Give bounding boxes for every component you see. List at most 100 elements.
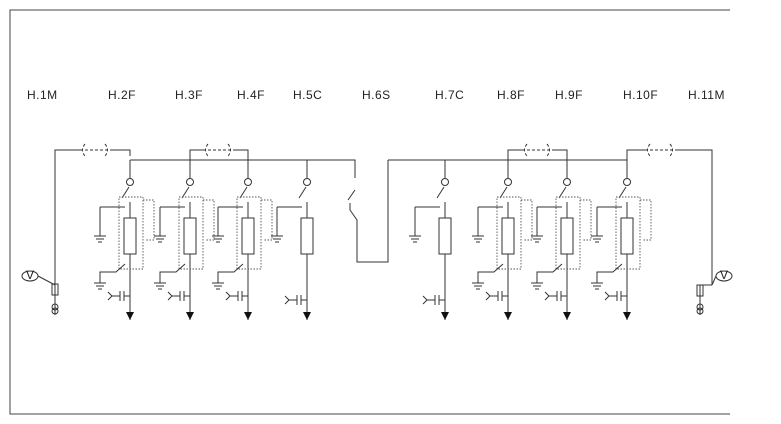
busbars — [54, 143, 713, 285]
disconnector-marker-h7 — [441, 178, 449, 186]
panel-labels: H.1M H.2F H.3F H.4F H.5C H.6S H.7C H.8F … — [27, 88, 725, 102]
interlock-link-h8 — [521, 199, 533, 241]
fuse-h8 — [501, 217, 515, 255]
capacitor-h10 — [609, 291, 627, 301]
lower-earth-icon-h4 — [212, 277, 224, 290]
outgoing-arrow-h5 — [303, 312, 311, 320]
panel-label-h6: H.6S — [362, 88, 391, 102]
outgoing-arrow-h10 — [623, 312, 631, 320]
switch-blade-h7 — [436, 186, 445, 199]
interlock-link-h9 — [580, 199, 592, 241]
lower-earth-lead-h4 — [217, 263, 244, 277]
disconnector-marker-h4 — [244, 178, 252, 186]
interlock-link-h4 — [261, 199, 273, 241]
fuse-h9 — [560, 217, 574, 255]
disconnector-marker-h3 — [186, 178, 194, 186]
earth-icon-h2 — [94, 230, 106, 243]
capacitor-lead-h8 — [485, 291, 491, 301]
panel-label-h11: H.11M — [688, 88, 725, 102]
interlock-enclosure-h4 — [236, 196, 262, 270]
section-switch-blade — [347, 189, 356, 201]
fuse-h4 — [241, 217, 255, 255]
fuse-h3 — [183, 217, 197, 255]
meter-panel-h11: V — [696, 268, 733, 315]
lower-earth-lead-h8 — [477, 263, 504, 277]
switch-blade-h4 — [239, 186, 248, 199]
capacitor-h7 — [427, 295, 445, 305]
cable-mark-h8-h9 — [522, 143, 552, 157]
panel-label-h9: H.9F — [555, 88, 583, 102]
earth-icon-h9 — [531, 230, 543, 243]
earth-icon-h5 — [271, 230, 283, 243]
cable-mark-left — [80, 143, 110, 157]
fuse-h7 — [438, 217, 452, 255]
panel-label-h7: H.7C — [435, 88, 464, 102]
cable-mark-right — [645, 143, 675, 157]
interlock-enclosure-h3 — [178, 196, 204, 270]
fuse-h2 — [123, 217, 137, 255]
capacitor-lead-h5 — [284, 295, 290, 305]
capacitor-h2 — [112, 291, 130, 301]
switch-blade-h3 — [181, 186, 190, 199]
cable-h3-h4 — [189, 149, 249, 160]
panel-label-h4: H.4F — [237, 88, 265, 102]
diagram-frame — [9, 9, 730, 415]
disconnector-marker-h2 — [126, 178, 134, 186]
switch-blade-h5 — [298, 186, 307, 199]
interlock-enclosure-h2 — [118, 196, 144, 270]
outgoing-arrow-h4 — [244, 312, 252, 320]
voltmeter-icon-left — [21, 270, 39, 282]
disconnector-marker-h5 — [303, 178, 311, 186]
panel-label-h2: H.2F — [108, 88, 136, 102]
switch-blade-h10 — [618, 186, 627, 199]
right-incoming-cable — [626, 149, 713, 285]
disconnector-marker-h9 — [563, 178, 571, 186]
earth-icon-h7 — [409, 230, 421, 243]
earth-icon-h10 — [591, 230, 603, 243]
lower-earth-icon-h2 — [94, 277, 106, 290]
panel-label-h5: H.5C — [293, 88, 322, 102]
interlock-link-h2 — [143, 199, 155, 241]
panel-label-h8: H.8F — [497, 88, 525, 102]
capacitor-lead-h4 — [225, 291, 231, 301]
capacitor-h9 — [549, 291, 567, 301]
fuse-h10 — [620, 217, 634, 255]
interlock-enclosure-h9 — [555, 196, 581, 270]
lower-earth-lead-h10 — [596, 263, 623, 277]
capacitor-lead-h2 — [107, 291, 113, 301]
earth-icon-h4 — [212, 230, 224, 243]
capacitor-h3 — [172, 291, 190, 301]
panel-label-h1: H.1M — [27, 88, 58, 102]
lower-earth-icon-h8 — [472, 277, 484, 290]
earth-icon-h3 — [154, 230, 166, 243]
lower-earth-lead-h9 — [536, 263, 563, 277]
fuse-h5 — [300, 217, 314, 255]
outgoing-arrow-h3 — [186, 312, 194, 320]
outgoing-arrow-h2 — [126, 312, 134, 320]
interlock-enclosure-h8 — [496, 196, 522, 270]
left-busbar — [130, 159, 356, 178]
cable-mark-h3-h4 — [203, 143, 233, 157]
capacitor-h5 — [289, 295, 307, 305]
lower-earth-icon-h10 — [591, 277, 603, 290]
voltmeter-icon-right — [715, 270, 733, 282]
capacitor-lead-h9 — [544, 291, 550, 301]
disconnector-marker-h10 — [623, 178, 631, 186]
capacitor-lead-h3 — [167, 291, 173, 301]
capacitor-h4 — [230, 291, 248, 301]
outgoing-arrow-h7 — [441, 312, 449, 320]
panel-label-h3: H.3F — [175, 88, 203, 102]
switch-blade-h9 — [558, 186, 567, 199]
disconnector-marker-h8 — [504, 178, 512, 186]
left-incoming-cable — [54, 149, 131, 285]
lower-earth-icon-h9 — [531, 277, 543, 290]
voltmeter-symbol-left: V — [26, 268, 35, 282]
cable-h8-h9 — [507, 149, 568, 160]
capacitor-lead-h10 — [604, 291, 610, 301]
interlock-link-h10 — [640, 199, 652, 241]
interlock-link-h3 — [203, 199, 215, 241]
capacitor-lead-h7 — [422, 295, 428, 305]
interlock-enclosure-h10 — [615, 196, 641, 270]
lower-earth-icon-h3 — [154, 277, 166, 290]
